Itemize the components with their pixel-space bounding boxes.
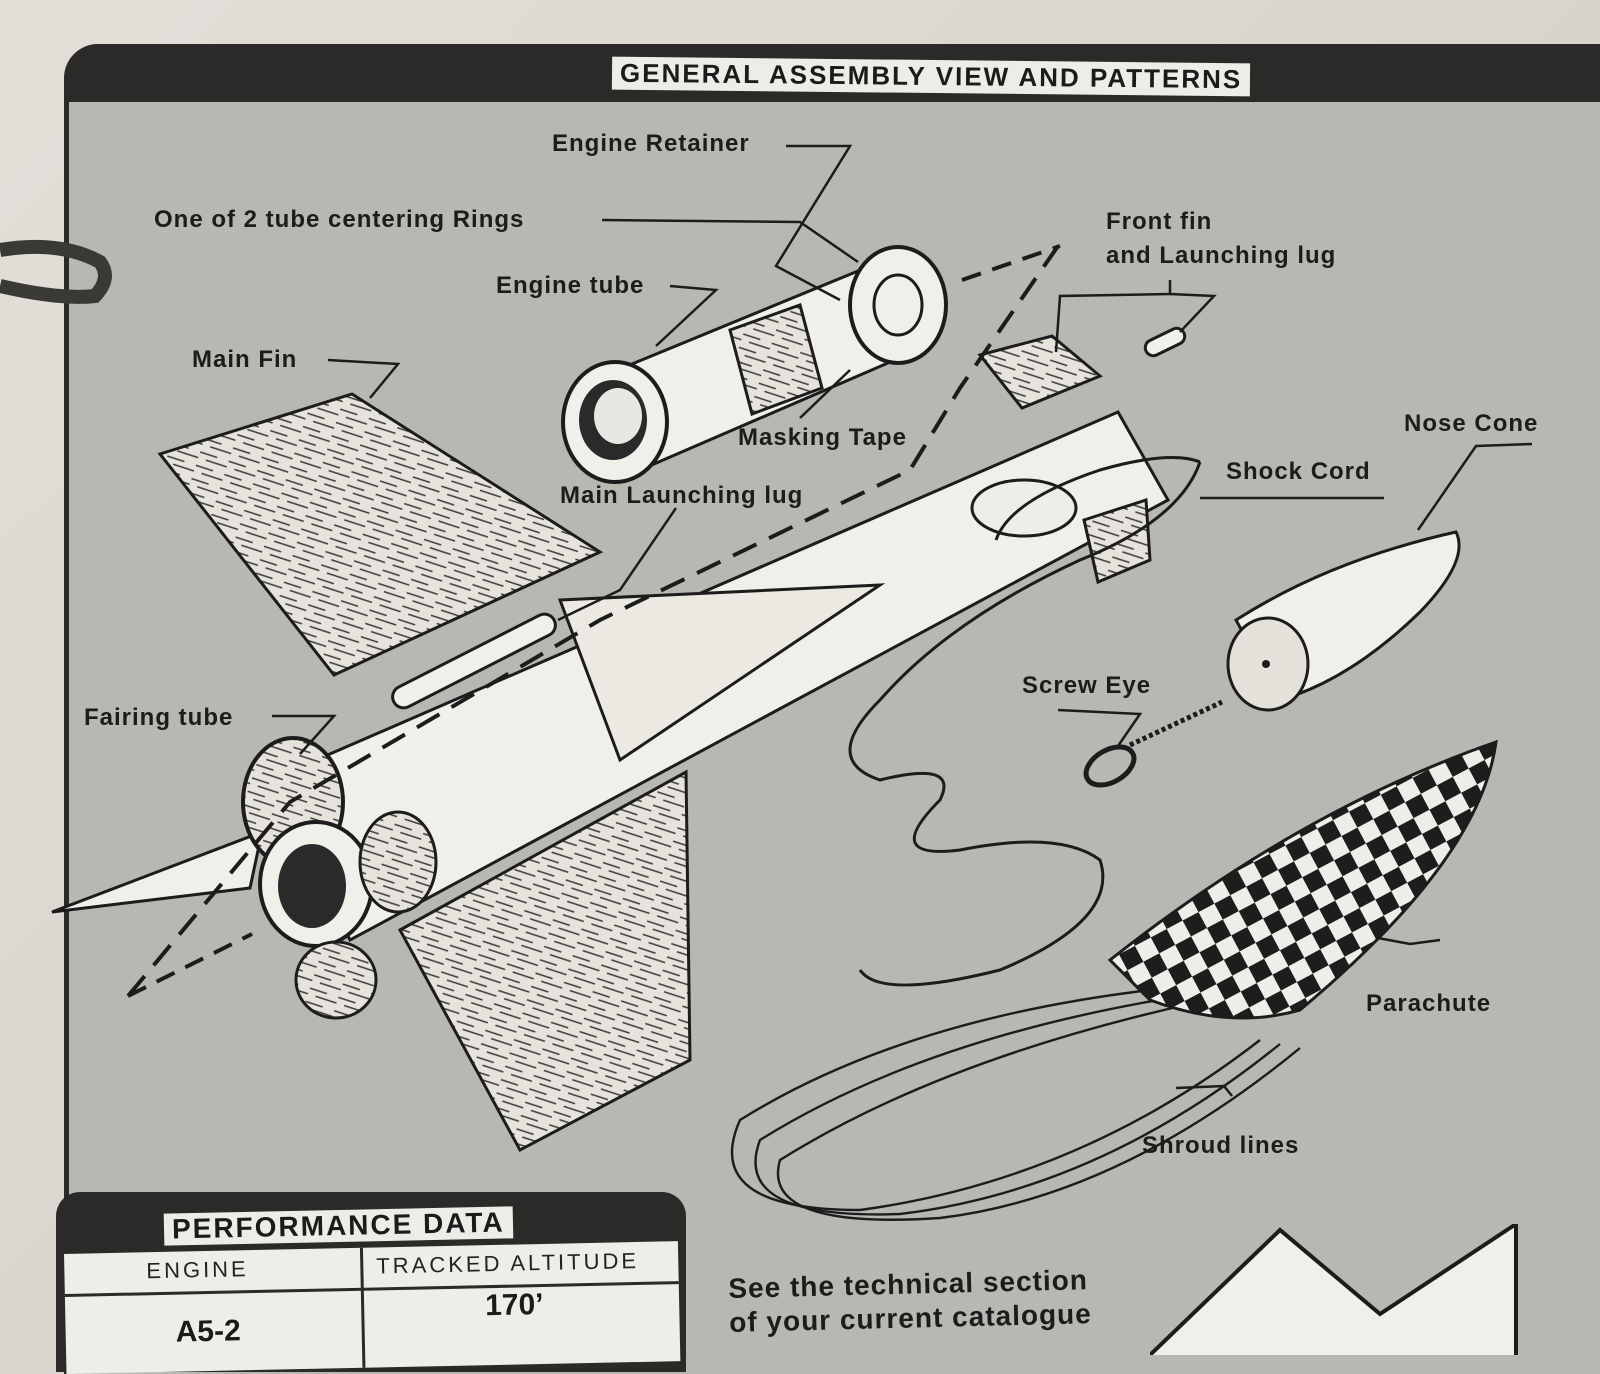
catalogue-note: See the technical section of your curren… xyxy=(728,1263,1092,1340)
main-fin xyxy=(157,392,604,677)
label-main-launching-lug: Main Launching lug xyxy=(560,482,804,509)
diagram-panel xyxy=(64,44,1600,1374)
label-screw-eye: Screw Eye xyxy=(1022,672,1152,699)
header-altitude: TRACKED ALTITUDE xyxy=(376,1247,640,1279)
parachute xyxy=(1107,739,1498,1020)
label-fairing-tube: Fairing tube xyxy=(84,704,234,731)
pattern-triangle-outline xyxy=(1150,1224,1518,1355)
performance-data-box: PERFORMANCE DATA ENGINE TRACKED ALTITUDE… xyxy=(56,1192,686,1374)
cell-engine: A5-2 xyxy=(175,1314,242,1349)
header-engine: ENGINE xyxy=(146,1256,249,1284)
label-engine-retainer: Engine Retainer xyxy=(552,130,750,157)
label-shroud-lines: Shroud lines xyxy=(1142,1132,1300,1159)
main-launching-lug xyxy=(391,612,557,710)
table-divider xyxy=(359,1247,366,1368)
label-main-fin: Main Fin xyxy=(192,346,298,373)
label-centering-rings: One of 2 tube centering Rings xyxy=(154,206,525,233)
rocket-body xyxy=(51,244,1171,1153)
cell-altitude: 170’ xyxy=(484,1287,544,1323)
engine-tube-assembly xyxy=(561,245,948,484)
label-engine-tube: Engine tube xyxy=(496,272,645,299)
screw-eye xyxy=(1083,699,1224,788)
label-shock-cord: Shock Cord xyxy=(1226,458,1371,485)
binder-ring-icon xyxy=(0,239,112,304)
label-front-fin-1: Front fin xyxy=(1106,208,1213,235)
shock-cord xyxy=(848,456,1202,987)
leader-lines xyxy=(272,144,1533,1097)
shroud-lines xyxy=(730,988,1301,1221)
label-nose-cone: Nose Cone xyxy=(1404,410,1539,437)
nose-cone xyxy=(1226,530,1461,712)
performance-table: ENGINE TRACKED ALTITUDE A5-2 170’ xyxy=(64,1241,681,1374)
label-parachute: Parachute xyxy=(1366,990,1492,1017)
label-front-fin-2: and Launching lug xyxy=(1106,242,1337,269)
performance-title: PERFORMANCE DATA xyxy=(163,1206,514,1246)
front-fin xyxy=(977,326,1187,410)
label-masking-tape: Masking Tape xyxy=(738,424,907,451)
